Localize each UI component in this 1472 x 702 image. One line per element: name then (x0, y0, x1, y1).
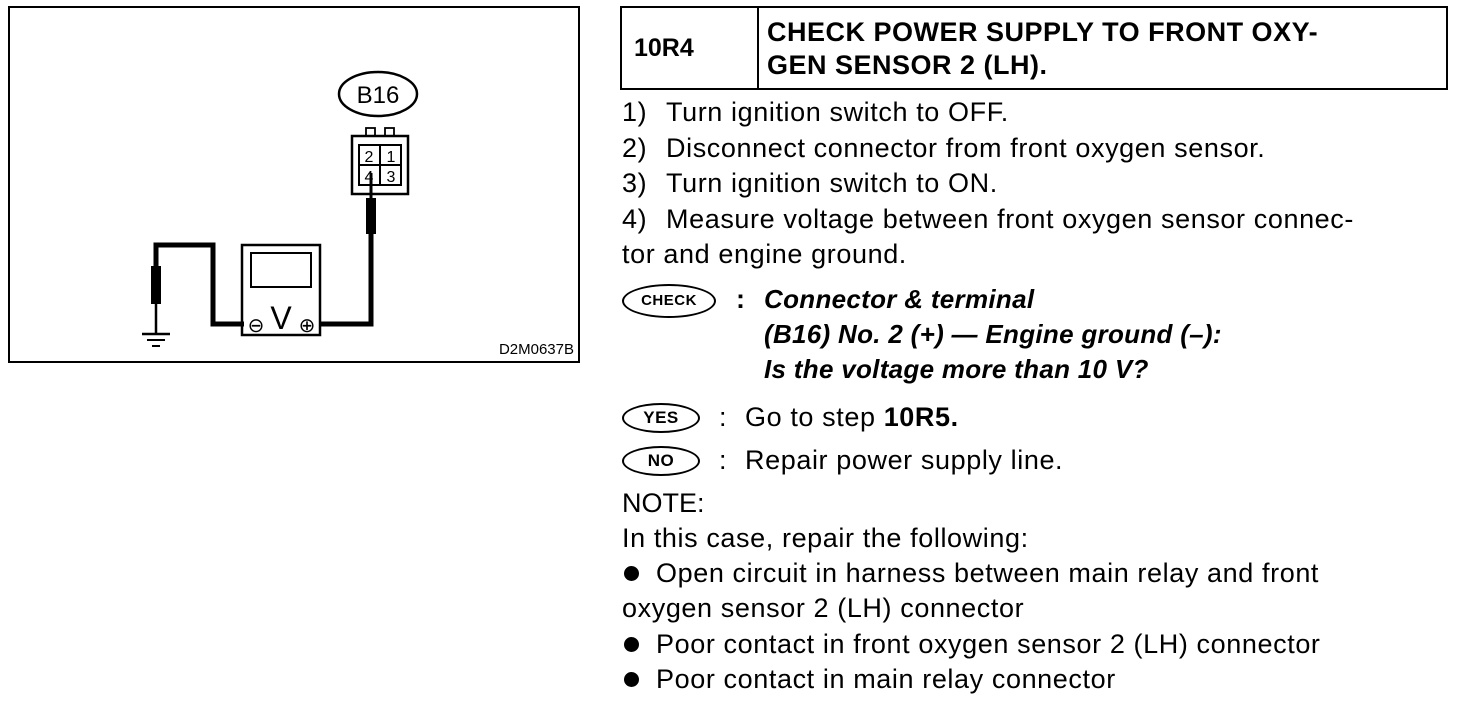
connector-label-ellipse (337, 70, 419, 118)
note-item-text: Open circuit in harness between main rel… (656, 558, 1320, 588)
negative-lead (151, 242, 244, 334)
yes-text: Go to step (745, 402, 884, 432)
wiring-diagram: B16 2 1 4 3 V ⊖ ⊕ (142, 70, 574, 358)
instruction-text: Turn ignition switch to ON. (666, 168, 998, 198)
check-colon: : (736, 284, 745, 314)
yes-colon: : (719, 402, 727, 432)
step-title-line2: GEN SENSOR 2 (LH). (767, 50, 1048, 80)
check-line-3: Is the voltage more than 10 V? (764, 354, 1149, 384)
positive-probe (318, 173, 376, 327)
instruction-number: 4) (622, 204, 648, 234)
voltmeter: V ⊖ ⊕ (240, 243, 322, 337)
note-heading: NOTE: (622, 488, 705, 518)
yes-badge: YES (622, 403, 700, 433)
connector-b16: 2 1 4 3 (350, 127, 410, 196)
figure-code: D2M0637B (499, 341, 574, 358)
instruction-number: 1) (622, 97, 648, 127)
positive-terminal: ⊕ (299, 315, 316, 337)
instruction-text: Disconnect connector from front oxygen s… (666, 133, 1266, 163)
bullet-icon (622, 627, 656, 661)
note-item-text: Poor contact in main relay connector (656, 664, 1116, 694)
step-id: 10R4 (622, 8, 759, 88)
step-header: 10R4 CHECK POWER SUPPLY TO FRONT OXY- GE… (620, 6, 1448, 90)
check-line-2: (B16) No. 2 (+) — Engine ground (–): (764, 319, 1222, 349)
bullet-icon (622, 662, 656, 696)
pin-1: 1 (387, 149, 396, 166)
meter-symbol: V (270, 300, 292, 336)
no-text: Repair power supply line. (745, 445, 1064, 475)
instruction-3: 3) Turn ignition switch to ON. (622, 166, 998, 200)
note-item-3: Poor contact in main relay connector (622, 662, 1116, 696)
bullet-icon (622, 556, 656, 590)
note-item-1: Open circuit in harness between main rel… (622, 556, 1319, 590)
instruction-text: Measure voltage between front oxygen sen… (666, 204, 1354, 234)
instruction-1: 1) Turn ignition switch to OFF. (622, 95, 1009, 129)
instruction-number: 3) (622, 168, 648, 198)
note-intro: In this case, repair the following: (622, 523, 1029, 553)
instruction-text: Turn ignition switch to OFF. (666, 97, 1009, 127)
pin-4: 4 (365, 169, 374, 186)
connector-label: B16 (357, 82, 400, 109)
note-item-text: Poor contact in front oxygen sensor 2 (L… (656, 629, 1321, 659)
instruction-4: 4) Measure voltage between front oxygen s… (622, 202, 1354, 236)
instruction-4-continued: tor and engine ground. (622, 239, 907, 269)
negative-terminal: ⊖ (248, 315, 265, 337)
pin-3: 3 (387, 169, 396, 186)
step-title: CHECK POWER SUPPLY TO FRONT OXY- GEN SEN… (759, 8, 1446, 88)
pin-2: 2 (365, 149, 374, 166)
yes-target-step: 10R5. (883, 402, 959, 432)
instruction-number: 2) (622, 133, 648, 163)
no-colon: : (719, 445, 727, 475)
check-badge: CHECK (622, 284, 716, 318)
yes-result: Go to step 10R5. (745, 400, 959, 434)
note-item-1-continued: oxygen sensor 2 (LH) connector (622, 593, 1025, 623)
note-item-2: Poor contact in front oxygen sensor 2 (L… (622, 627, 1321, 661)
ground-icon (142, 332, 170, 347)
check-line-1: Connector & terminal (764, 284, 1035, 314)
no-badge: NO (622, 446, 700, 476)
instruction-2: 2) Disconnect connector from front oxygen… (622, 131, 1265, 165)
step-title-line1: CHECK POWER SUPPLY TO FRONT OXY- (767, 17, 1319, 47)
wiring-diagram-figure: B16 2 1 4 3 V ⊖ ⊕ (8, 6, 580, 363)
